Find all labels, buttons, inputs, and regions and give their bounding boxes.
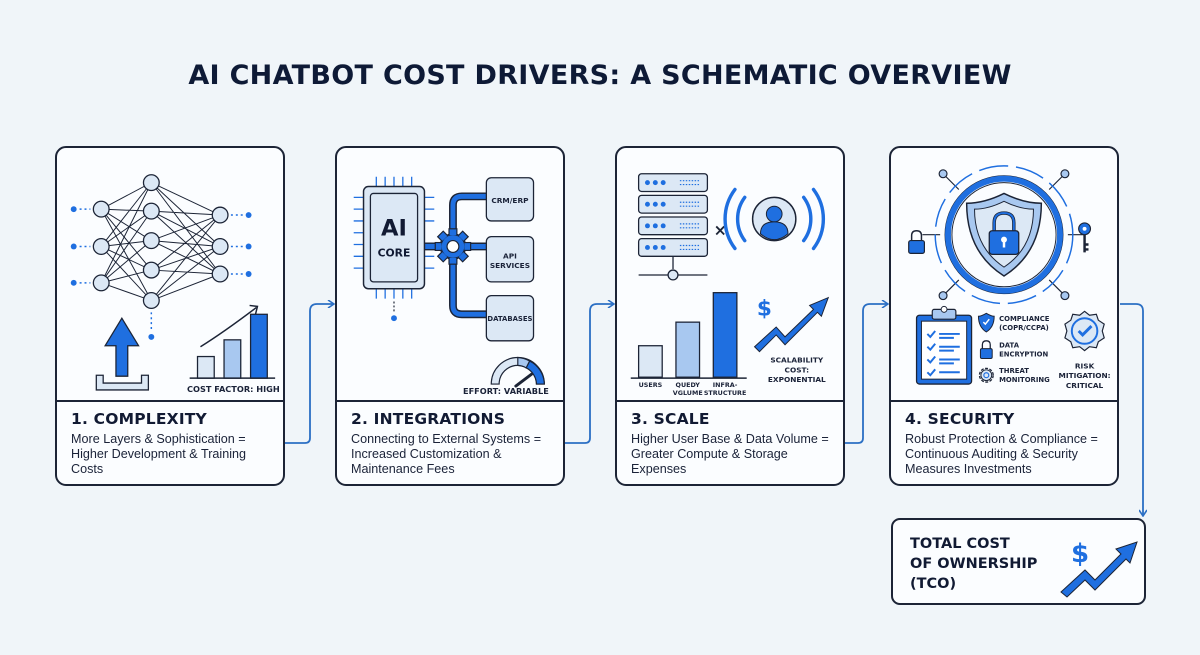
card-divider [891, 400, 1117, 402]
rising-bar-chart-icon [189, 304, 276, 379]
card-divider [337, 400, 563, 402]
card-title: 2. INTEGRATIONS [351, 410, 506, 428]
card-title: 1. COMPLEXITY [71, 410, 207, 428]
connector-4-tco [1120, 303, 1143, 515]
shield-check-icon [977, 312, 995, 333]
verified-badge-icon [1064, 310, 1105, 352]
card-integrations: AI CORE CRM/ERP [335, 146, 565, 486]
card-complexity: COST FACTOR: HIGH 1. COMPLEXITY More Lay… [55, 146, 285, 486]
scale-bar-chart-icon: USERS QUEDY VGLUME INFRA- STRUCTURE [630, 292, 747, 397]
connector-3-4 [845, 304, 887, 444]
svg-text:$: $ [1071, 539, 1089, 569]
neural-network-icon [70, 174, 252, 340]
gear-icon [978, 367, 994, 383]
svg-text:API: API [503, 251, 517, 260]
system-crm-erp [485, 177, 535, 222]
dollar-trend-up-icon: $ SCALABILITY COST: EXPONENTIAL [753, 296, 830, 384]
scale-illustration: × USERS QUEDY VGLUME INFRA- STRUCTURE $ [630, 173, 830, 397]
svg-text:COST:: COST: [785, 365, 810, 374]
card-description: Robust Protection & Compliance = Continu… [905, 432, 1098, 476]
effort-label: EFFORT: VARIABLE [463, 386, 549, 396]
svg-text:MITIGATION:: MITIGATION: [1059, 371, 1111, 380]
svg-text:CRM/ERP: CRM/ERP [491, 196, 529, 205]
tco-line-3: (TCO) [910, 576, 957, 592]
server-rack-icon [637, 173, 709, 281]
svg-text:ENCRYPTION: ENCRYPTION [999, 351, 1048, 359]
system-api-services [485, 236, 535, 283]
card-divider [617, 400, 843, 402]
tco-line-1: TOTAL COST [910, 536, 1010, 552]
page-title: AI CHATBOT COST DRIVERS: A SCHEMATIC OVE… [188, 60, 1012, 91]
key-icon [1078, 222, 1092, 253]
complexity-illustration [70, 174, 276, 391]
upload-arrow-icon [95, 316, 150, 391]
multiply-icon: × [714, 221, 727, 240]
svg-text:EXPONENTIAL: EXPONENTIAL [768, 375, 826, 384]
shield-lock-icon [922, 165, 1086, 305]
svg-text:COMPLIANCE: COMPLIANCE [999, 315, 1050, 323]
svg-text:RISK: RISK [1075, 361, 1095, 370]
card-title: 4. SECURITY [905, 410, 1015, 428]
cost-factor-label: COST FACTOR: HIGH [187, 384, 280, 394]
card-security: COMPLIANCE (COPR/CCPA) DATA ENCRYPTION T… [889, 146, 1119, 486]
clipboard-checklist-icon [915, 305, 973, 385]
svg-text:SERVICES: SERVICES [490, 261, 530, 270]
svg-text:SCALABILITY: SCALABILITY [770, 355, 824, 364]
svg-text:THREAT: THREAT [999, 367, 1029, 375]
svg-text:(COPR/CCPA): (COPR/CCPA) [999, 324, 1049, 332]
padlock-icon [979, 340, 993, 359]
card-description: More Layers & Sophistication = Higher De… [71, 432, 247, 476]
system-databases [485, 294, 535, 342]
card-scale: × USERS QUEDY VGLUME INFRA- STRUCTURE $ [615, 146, 845, 486]
gear-icon [434, 228, 472, 265]
security-illustration: COMPLIANCE (COPR/CCPA) DATA ENCRYPTION T… [908, 165, 1111, 390]
padlock-icon [908, 230, 925, 254]
svg-text:CRITICAL: CRITICAL [1066, 381, 1104, 390]
svg-text:QUEDY: QUEDY [676, 381, 701, 389]
ai-core-line1: AI [381, 216, 407, 242]
svg-text:DATA: DATA [999, 342, 1020, 350]
svg-text:$: $ [757, 296, 772, 321]
svg-text:INFRA-: INFRA- [713, 381, 738, 389]
user-broadcast-icon [723, 187, 825, 251]
connector-1-2 [285, 304, 333, 444]
gauge-icon [490, 356, 545, 388]
tco-box: TOTAL COST OF OWNERSHIP (TCO) $ [891, 518, 1146, 605]
integrations-illustration: AI CORE CRM/ERP [353, 176, 545, 388]
cpu-chip-icon: AI CORE [353, 176, 435, 322]
card-divider [57, 400, 283, 402]
dollar-trend-up-icon: $ [1060, 539, 1138, 598]
svg-text:STRUCTURE: STRUCTURE [704, 389, 747, 397]
svg-text:VGLUME: VGLUME [673, 389, 703, 397]
svg-text:MONITORING: MONITORING [999, 376, 1050, 384]
card-title: 3. SCALE [631, 410, 710, 428]
svg-text:USERS: USERS [639, 381, 663, 389]
svg-text:DATABASES: DATABASES [487, 315, 532, 323]
connector-2-3 [565, 304, 613, 444]
card-description: Connecting to External Systems = Increas… [351, 432, 542, 476]
tco-line-2: OF OWNERSHIP [910, 556, 1038, 572]
card-description: Higher User Base & Data Volume = Greater… [631, 432, 829, 476]
external-systems: CRM/ERP API SERVICES DATABASES [485, 177, 535, 342]
ai-core-line2: CORE [378, 246, 411, 259]
